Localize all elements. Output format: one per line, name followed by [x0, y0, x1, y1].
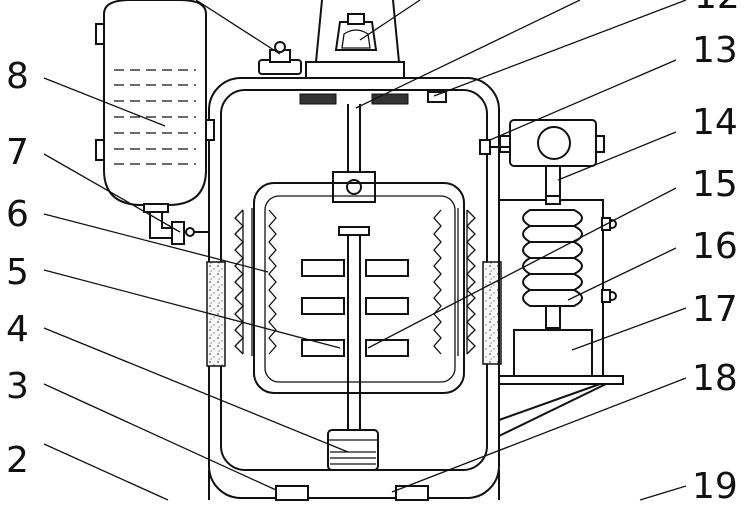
label-8: 8 — [6, 56, 29, 97]
lid-valve — [258, 41, 302, 75]
label-3: 3 — [6, 366, 29, 407]
label-4: 4 — [6, 309, 29, 350]
label-12: 12 — [694, 0, 740, 17]
stirring-shaft — [332, 104, 376, 203]
label-18: 18 — [692, 358, 738, 399]
label-5: 5 — [6, 252, 29, 293]
inner-agitator — [301, 226, 409, 430]
label-15: 15 — [692, 164, 738, 205]
label-14: 14 — [692, 102, 738, 143]
label-2: 2 — [6, 440, 29, 481]
heater-assembly — [479, 119, 624, 437]
label-13: 13 — [692, 30, 738, 71]
inner-vessel — [234, 182, 476, 394]
label-19: 19 — [692, 466, 738, 505]
insulation-right — [482, 261, 502, 365]
bottom-motor — [327, 429, 379, 471]
label-6: 6 — [6, 194, 29, 235]
insulation-left — [206, 261, 226, 367]
seal-block-right — [371, 93, 409, 105]
tank-feet — [275, 485, 429, 501]
label-17: 17 — [692, 289, 738, 330]
top-drive-frame — [305, 0, 405, 79]
feed-tank — [95, 0, 215, 245]
seal-block-left — [299, 93, 337, 105]
label-16: 16 — [692, 226, 738, 267]
leader-lines — [43, 0, 687, 501]
label-7: 7 — [6, 132, 29, 173]
vent-port — [427, 91, 447, 103]
